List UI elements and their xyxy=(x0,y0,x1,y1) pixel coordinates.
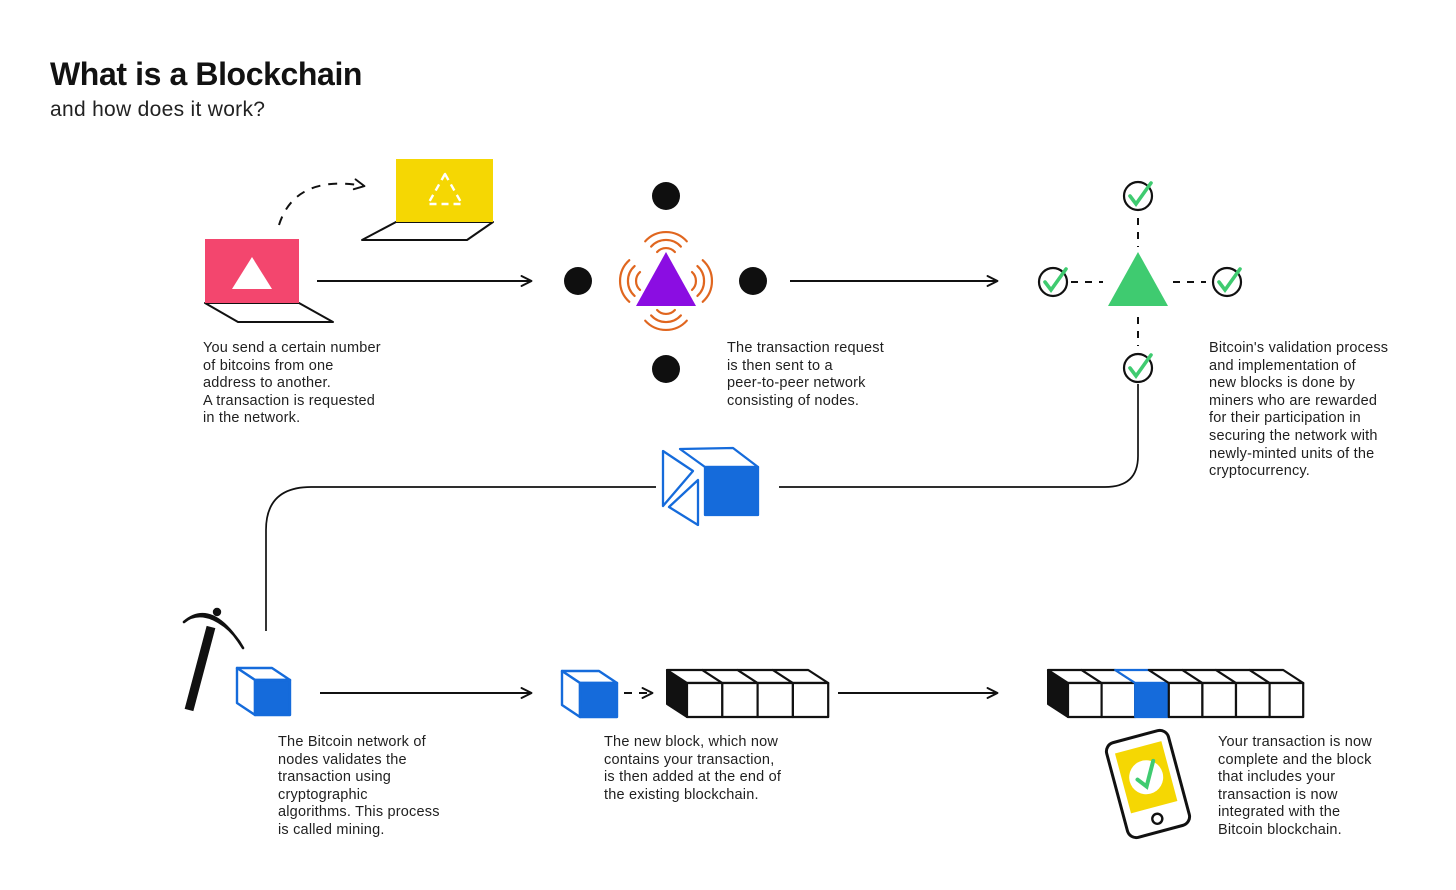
home-button-icon xyxy=(1151,812,1164,825)
arrow-sender-to-receiver xyxy=(278,178,366,226)
block-icon xyxy=(560,669,619,719)
check-circle-icon xyxy=(1037,266,1069,298)
network-node-icon xyxy=(652,182,680,210)
caption-append: The new block, which now contains your t… xyxy=(604,734,782,803)
receiver-laptop-icon xyxy=(361,159,494,241)
blockchain-icon xyxy=(1046,668,1305,719)
check-circle-icon xyxy=(1122,180,1154,212)
network-node-icon xyxy=(652,355,680,383)
caption-mining: The Bitcoin network of nodes validates t… xyxy=(278,734,440,838)
connector-validation-to-mining xyxy=(265,384,1139,631)
caption-complete: Your transaction is now complete and the… xyxy=(1218,734,1372,838)
phone-icon xyxy=(1104,728,1192,840)
transaction-icon xyxy=(232,257,272,289)
caption-validation: Bitcoin's validation process and impleme… xyxy=(1209,340,1389,480)
blockchain-icon xyxy=(665,668,830,719)
transaction-icon xyxy=(636,252,696,306)
check-circle-icon xyxy=(1211,266,1243,298)
check-icon xyxy=(1135,758,1156,790)
check-circle-icon xyxy=(1122,352,1154,384)
validation-icon xyxy=(1037,180,1243,384)
validated-transaction-icon xyxy=(1108,252,1168,306)
signal-waves-icon xyxy=(619,231,713,331)
page-subtitle: and how does it work? xyxy=(50,98,266,121)
open-block-icon xyxy=(661,446,760,527)
p2p-network-icon xyxy=(564,182,767,383)
pickaxe-icon xyxy=(182,607,245,712)
network-node-icon xyxy=(739,267,767,295)
page-title: What is a Blockchain xyxy=(50,56,363,92)
caption-request: You send a certain number of bitcoins fr… xyxy=(203,340,381,427)
sender-laptop-icon xyxy=(204,239,334,323)
network-node-icon xyxy=(564,267,592,295)
block-icon xyxy=(235,666,292,717)
caption-broadcast: The transaction request is then sent to … xyxy=(727,340,884,409)
transaction-outline-icon xyxy=(426,172,464,206)
